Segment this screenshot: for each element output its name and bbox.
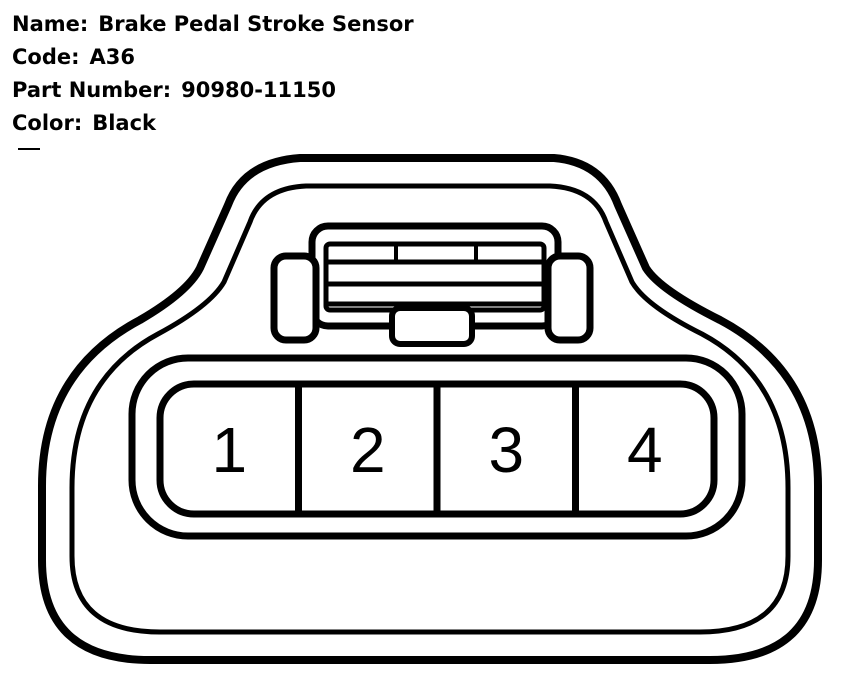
part-number-row: Part Number: 90980-11150 xyxy=(12,74,414,107)
pin-2-label: 2 xyxy=(350,414,386,486)
part-number-label: Part Number: xyxy=(12,78,172,102)
code-row: Code: A36 xyxy=(12,41,414,74)
pin-dividers xyxy=(295,384,579,514)
part-number-value: 90980-11150 xyxy=(181,78,336,102)
name-value: Brake Pedal Stroke Sensor xyxy=(98,12,414,36)
color-row: Color: Black xyxy=(12,107,414,140)
housing-inner-outline xyxy=(69,183,791,635)
divider-mark xyxy=(18,148,40,150)
code-value: A36 xyxy=(89,45,135,69)
code-label: Code: xyxy=(12,45,80,69)
name-row: Name: Brake Pedal Stroke Sensor xyxy=(12,8,414,41)
color-value: Black xyxy=(92,111,157,135)
pin-labels: 1 2 3 4 xyxy=(211,414,662,486)
color-label: Color: xyxy=(12,111,83,135)
housing-outer-outline xyxy=(38,154,822,664)
pin-4-label: 4 xyxy=(627,414,663,486)
pin-3-label: 3 xyxy=(488,414,524,486)
pin-1-label: 1 xyxy=(211,414,247,486)
locking-latch xyxy=(270,222,594,347)
terminal-cavity-outer xyxy=(128,354,746,540)
connector-info: Name:Brake Pedal Stroke Sensor Code:A36 … xyxy=(12,8,414,140)
name-label: Name: xyxy=(12,12,89,36)
